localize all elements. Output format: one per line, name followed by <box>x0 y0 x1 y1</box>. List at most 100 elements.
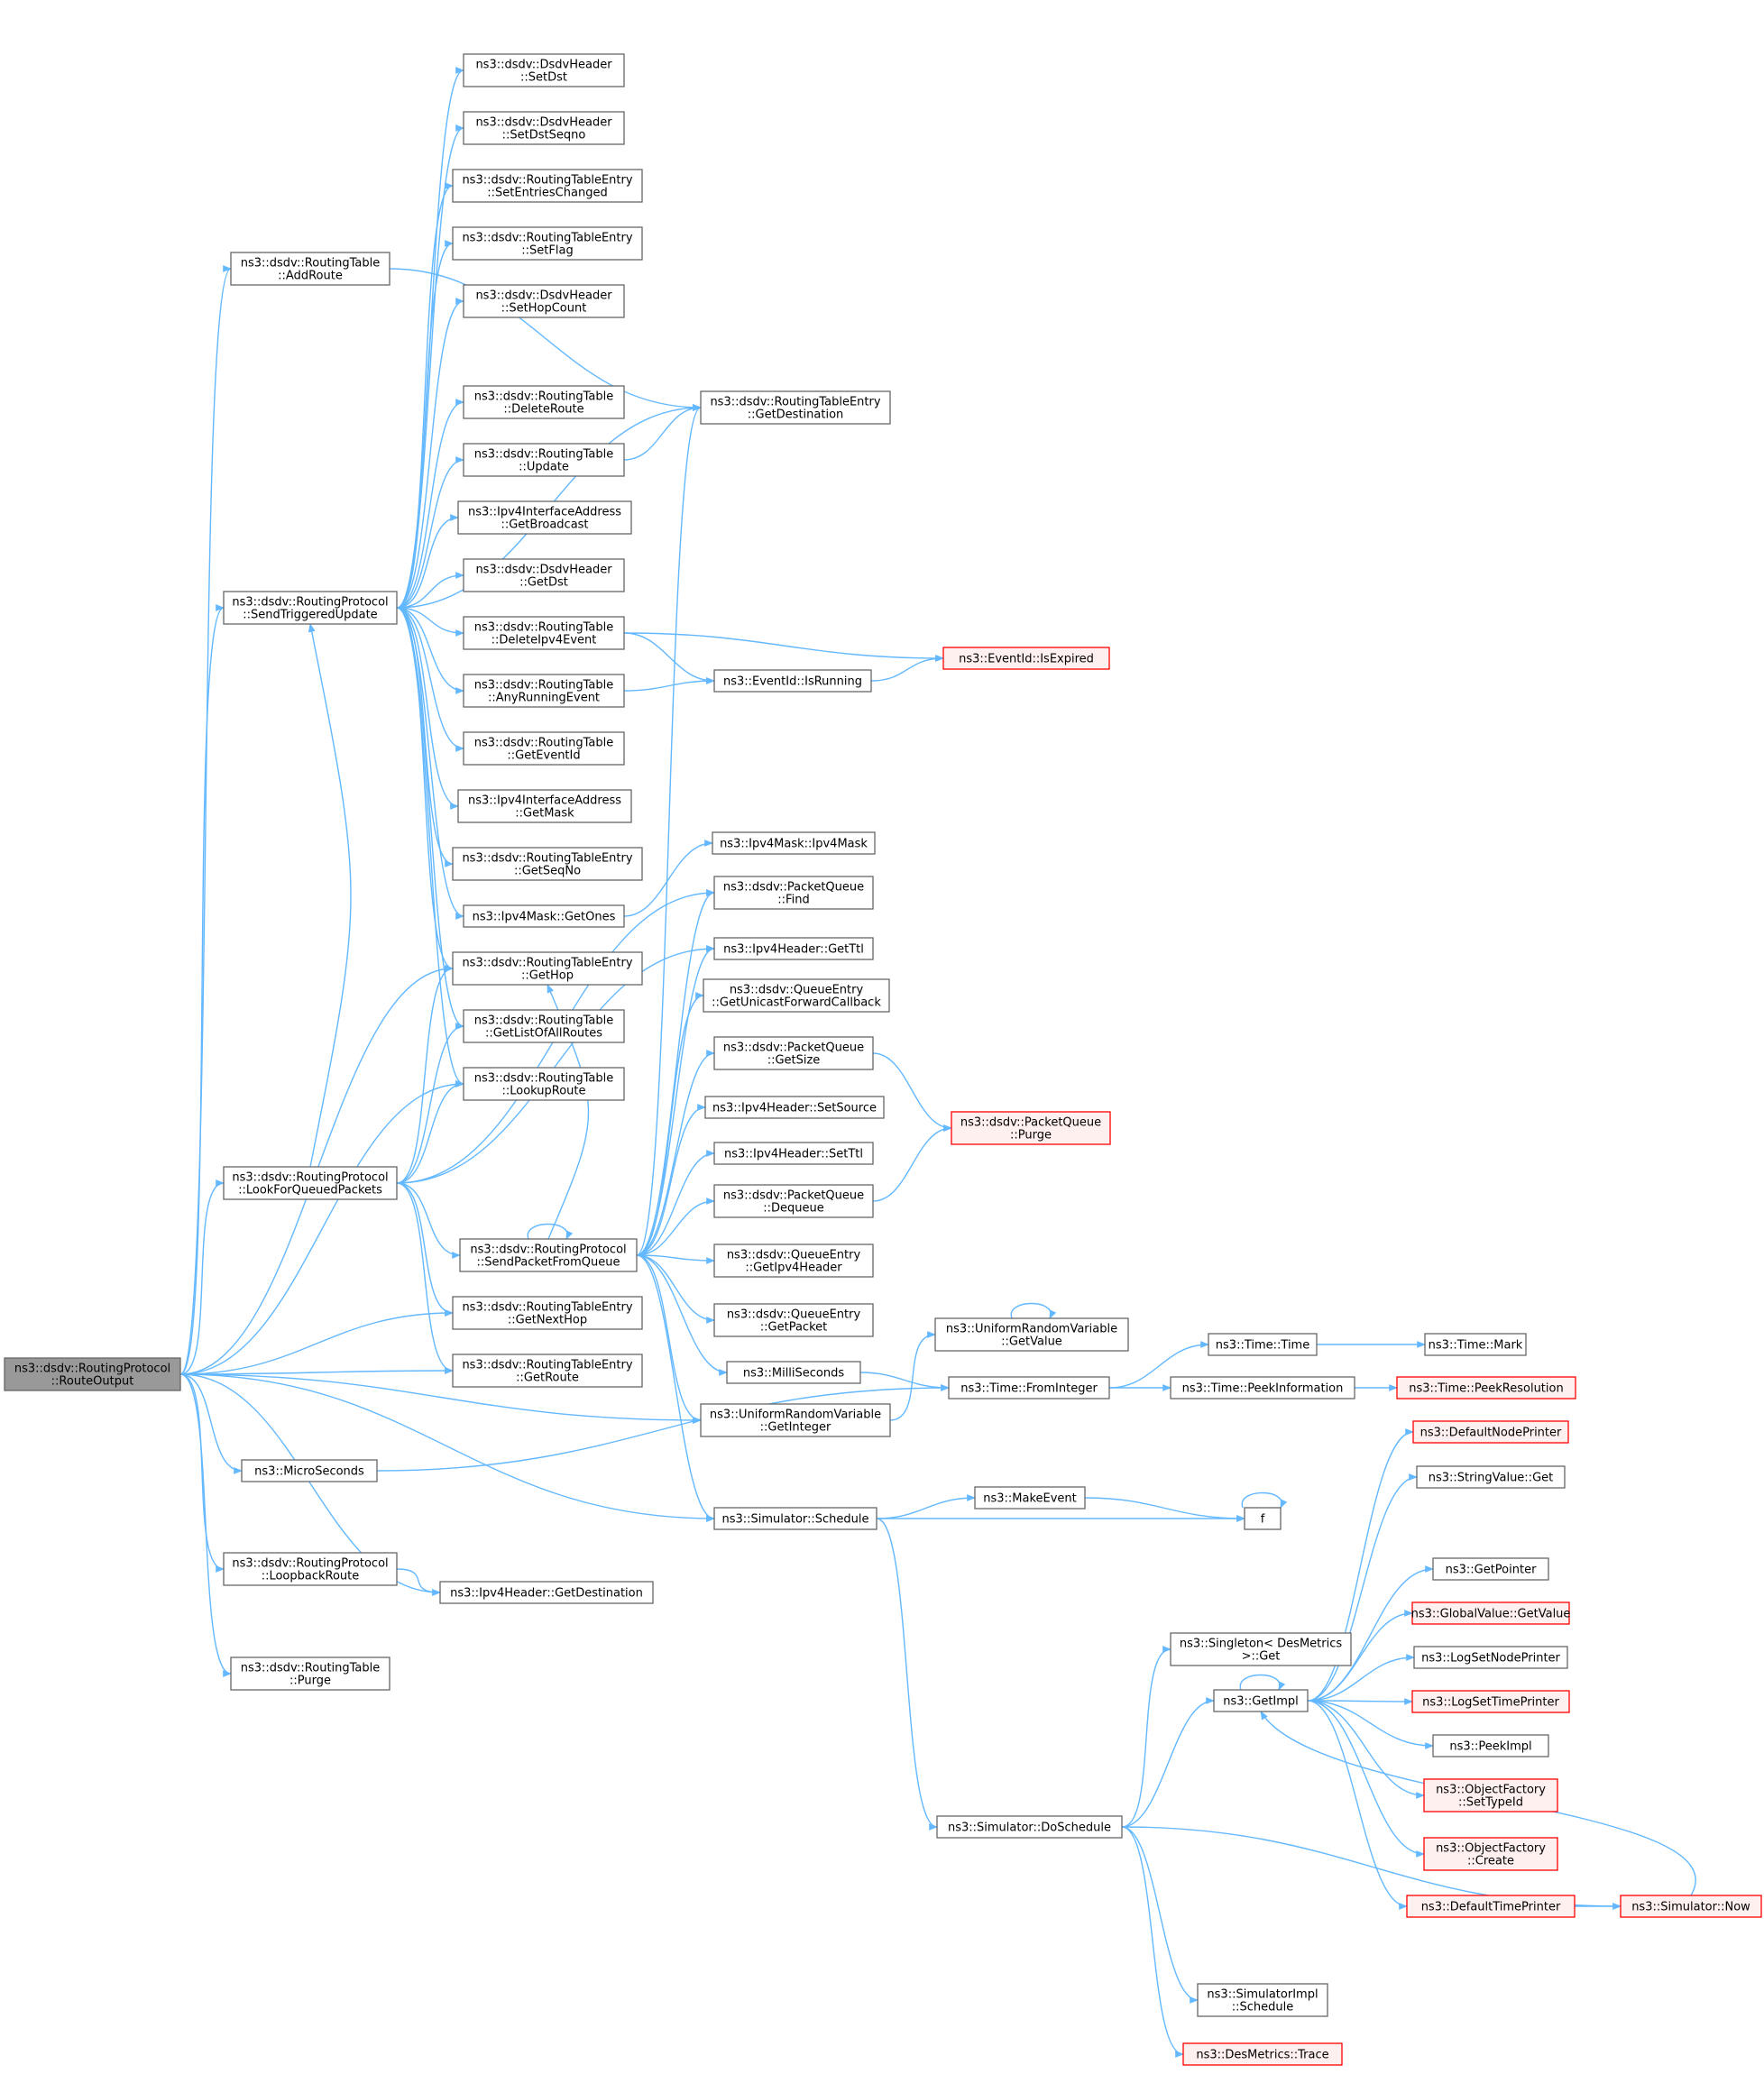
node-sim-do-schedule[interactable]: ns3::Simulator::DoSchedule <box>936 1815 1123 1839</box>
node-set-dst-seqno[interactable]: ns3::dsdv::DsdvHeader::SetDstSeqno <box>463 111 625 145</box>
node-urv-get-value[interactable]: ns3::UniformRandomVariable::GetValue <box>934 1317 1129 1352</box>
node-loopback-route[interactable]: ns3::dsdv::RoutingProtocol::LoopbackRout… <box>223 1552 398 1586</box>
node-set-dst[interactable]: ns3::dsdv::DsdvHeader::SetDst <box>463 53 625 87</box>
node-set-entries-changed[interactable]: ns3::dsdv::RoutingTableEntry::SetEntries… <box>452 169 643 203</box>
node-func-f[interactable]: f <box>1244 1507 1282 1530</box>
node-set-flag[interactable]: ns3::dsdv::RoutingTableEntry::SetFlag <box>452 226 643 261</box>
node-qe-get-unicast-cb[interactable]: ns3::dsdv::QueueEntry::GetUnicastForward… <box>703 978 890 1013</box>
node-peek-impl[interactable]: ns3::PeekImpl <box>1432 1734 1549 1757</box>
node-ipv4h-set-source[interactable]: ns3::Ipv4Header::SetSource <box>704 1096 885 1119</box>
node-milliseconds[interactable]: ns3::MilliSeconds <box>726 1361 861 1384</box>
node-send-triggered[interactable]: ns3::dsdv::RoutingProtocol::SendTriggere… <box>223 591 398 625</box>
edge-get_impl-to-string_value_get <box>1307 1473 1418 1702</box>
node-log-set-node-printer[interactable]: ns3::LogSetNodePrinter <box>1413 1646 1568 1669</box>
node-sim-now[interactable]: ns3::Simulator::Now <box>1620 1895 1762 1918</box>
node-rt-purge[interactable]: ns3::dsdv::RoutingTable::Purge <box>230 1656 390 1691</box>
edge-look_for_queued-to-send_triggered <box>308 623 352 1168</box>
node-box <box>1406 1895 1576 1918</box>
node-of-create[interactable]: ns3::ObjectFactory::Create <box>1423 1837 1558 1871</box>
node-label: ns3::dsdv::PacketQueue <box>723 1189 864 1203</box>
node-label: f <box>1261 1513 1265 1527</box>
node-box <box>712 831 876 855</box>
node-label: ::SetFlag <box>521 244 573 258</box>
node-add-route[interactable]: ns3::dsdv::RoutingTable::AddRoute <box>230 252 390 286</box>
node-urv-get-integer[interactable]: ns3::UniformRandomVariable::GetInteger <box>700 1403 891 1437</box>
node-pq-purge[interactable]: ns3::dsdv::PacketQueue::Purge <box>951 1111 1111 1145</box>
node-send-packet-from-queue[interactable]: ns3::dsdv::RoutingProtocol::SendPacketFr… <box>459 1238 638 1272</box>
node-eventid-is-expired[interactable]: ns3::EventId::IsExpired <box>942 647 1110 670</box>
edge-get_ones-to-ipv4mask_ctor <box>623 840 713 917</box>
node-of-set-type-id[interactable]: ns3::ObjectFactory::SetTypeId <box>1423 1778 1558 1812</box>
node-get-list-all-routes[interactable]: ns3::dsdv::RoutingTable::GetListOfAllRou… <box>463 1009 625 1043</box>
node-ipv4h-get-destination[interactable]: ns3::Ipv4Header::GetDestination <box>439 1581 654 1604</box>
node-pq-find[interactable]: ns3::dsdv::PacketQueue::Find <box>713 876 874 910</box>
node-box <box>1423 1837 1558 1871</box>
node-label: ::LookupRoute <box>501 1085 585 1098</box>
node-box <box>703 978 890 1013</box>
node-time-from-integer[interactable]: ns3::Time::FromInteger <box>948 1376 1110 1399</box>
node-get-seq-no[interactable]: ns3::dsdv::RoutingTableEntry::GetSeqNo <box>452 847 643 881</box>
node-simimpl-schedule[interactable]: ns3::SimulatorImpl::Schedule <box>1197 1983 1328 2017</box>
node-microseconds[interactable]: ns3::MicroSeconds <box>241 1459 378 1482</box>
node-get-event-id[interactable]: ns3::dsdv::RoutingTable::GetEventId <box>463 731 625 766</box>
node-label: ::GetMask <box>515 807 574 821</box>
node-delete-ipv4-event[interactable]: ns3::dsdv::RoutingTable::DeleteIpv4Event <box>463 616 625 650</box>
node-time-peek-resolution[interactable]: ns3::Time::PeekResolution <box>1396 1376 1576 1399</box>
node-get-route[interactable]: ns3::dsdv::RoutingTableEntry::GetRoute <box>452 1354 643 1388</box>
node-box <box>223 591 398 625</box>
node-look-for-queued[interactable]: ns3::dsdv::RoutingProtocol::LookForQueue… <box>223 1166 398 1200</box>
node-qe-get-packet[interactable]: ns3::dsdv::QueueEntry::GetPacket <box>713 1303 874 1337</box>
edge-send_packet_from_queue-to-send_packet_from_queue <box>527 1223 574 1240</box>
node-desmetrics-trace[interactable]: ns3::DesMetrics::Trace <box>1182 2042 1343 2066</box>
node-get-impl[interactable]: ns3::GetImpl <box>1213 1689 1309 1712</box>
edge-route_output-to-get_next_hop <box>179 1309 454 1375</box>
node-ipv4h-get-ttl[interactable]: ns3::Ipv4Header::GetTtl <box>713 937 874 960</box>
node-route-output[interactable]: ns3::dsdv::RoutingProtocol::RouteOutput <box>4 1357 181 1391</box>
node-sim-schedule[interactable]: ns3::Simulator::Schedule <box>713 1507 877 1530</box>
node-make-event[interactable]: ns3::MakeEvent <box>974 1486 1086 1510</box>
edge-pq_get_size-to-pq_purge <box>872 1052 952 1132</box>
node-singleton-get[interactable]: ns3::Singleton< DesMetrics >::Get <box>1170 1632 1352 1666</box>
node-label: ::DeleteRoute <box>503 403 583 417</box>
edge-send_packet_from_queue-to-qe_get_ipv4_header <box>636 1254 715 1264</box>
node-set-hop-count[interactable]: ns3::dsdv::DsdvHeader::SetHopCount <box>463 284 625 318</box>
node-label: ::GetIpv4Header <box>745 1262 842 1275</box>
node-eventid-is-running[interactable]: ns3::EventId::IsRunning <box>713 669 872 693</box>
node-label: ::SendTriggeredUpdate <box>243 609 377 622</box>
node-label: ns3::dsdv::RoutingTable <box>241 1662 381 1675</box>
edge-sim_do_schedule-to-get_impl <box>1121 1697 1215 1828</box>
node-get-mask[interactable]: ns3::Ipv4InterfaceAddress::GetMask <box>457 789 632 823</box>
edge-urv_get_value-to-urv_get_value <box>1010 1302 1057 1319</box>
node-time-ctor[interactable]: ns3::Time::Time <box>1208 1333 1318 1356</box>
node-rt-update[interactable]: ns3::dsdv::RoutingTable::Update <box>463 443 625 477</box>
node-time-peek-information[interactable]: ns3::Time::PeekInformation <box>1170 1376 1355 1399</box>
node-log-set-time-printer[interactable]: ns3::LogSetTimePrinter <box>1411 1690 1570 1713</box>
node-default-node-printer[interactable]: ns3::DefaultNodePrinter <box>1412 1420 1569 1444</box>
node-pq-get-size[interactable]: ns3::dsdv::PacketQueue::GetSize <box>713 1036 874 1070</box>
node-get-next-hop[interactable]: ns3::dsdv::RoutingTableEntry::GetNextHop <box>452 1296 643 1330</box>
node-ipv4mask-ctor[interactable]: ns3::Ipv4Mask::Ipv4Mask <box>712 831 876 855</box>
node-pq-dequeue[interactable]: ns3::dsdv::PacketQueue::Dequeue <box>713 1184 874 1218</box>
node-rte-get-destination[interactable]: ns3::dsdv::RoutingTableEntry::GetDestina… <box>700 390 891 425</box>
node-get-dst[interactable]: ns3::dsdv::DsdvHeader::GetDst <box>463 558 625 592</box>
node-get-pointer[interactable]: ns3::GetPointer <box>1432 1557 1549 1581</box>
node-box <box>463 111 625 145</box>
node-default-time-printer[interactable]: ns3::DefaultTimePrinter <box>1406 1895 1576 1918</box>
node-global-value-get-value[interactable]: ns3::GlobalValue::GetValue <box>1411 1601 1571 1625</box>
edge-route_output-to-rt_purge <box>179 1373 232 1677</box>
node-ipv4h-set-ttl[interactable]: ns3::Ipv4Header::SetTtl <box>713 1142 874 1165</box>
node-label: ns3::dsdv::DsdvHeader <box>475 116 612 130</box>
node-time-mark[interactable]: ns3::Time::Mark <box>1424 1333 1527 1356</box>
node-get-ones[interactable]: ns3::Ipv4Mask::GetOnes <box>463 904 625 928</box>
node-string-value-get[interactable]: ns3::StringValue::Get <box>1416 1465 1566 1489</box>
node-label: ns3::DesMetrics::Trace <box>1196 2049 1328 2062</box>
node-label: ns3::dsdv::QueueEntry <box>727 1308 861 1322</box>
node-qe-get-ipv4-header[interactable]: ns3::dsdv::QueueEntry::GetIpv4Header <box>713 1243 874 1278</box>
node-box <box>241 1459 378 1482</box>
node-get-broadcast[interactable]: ns3::Ipv4InterfaceAddress::GetBroadcast <box>457 500 632 535</box>
node-get-hop[interactable]: ns3::dsdv::RoutingTableEntry::GetHop <box>452 951 643 986</box>
node-lookup-route[interactable]: ns3::dsdv::RoutingTable::LookupRoute <box>463 1067 625 1101</box>
node-any-running-event[interactable]: ns3::dsdv::RoutingTable::AnyRunningEvent <box>463 674 625 708</box>
node-box <box>439 1581 654 1604</box>
node-delete-route[interactable]: ns3::dsdv::RoutingTable::DeleteRoute <box>463 385 625 419</box>
